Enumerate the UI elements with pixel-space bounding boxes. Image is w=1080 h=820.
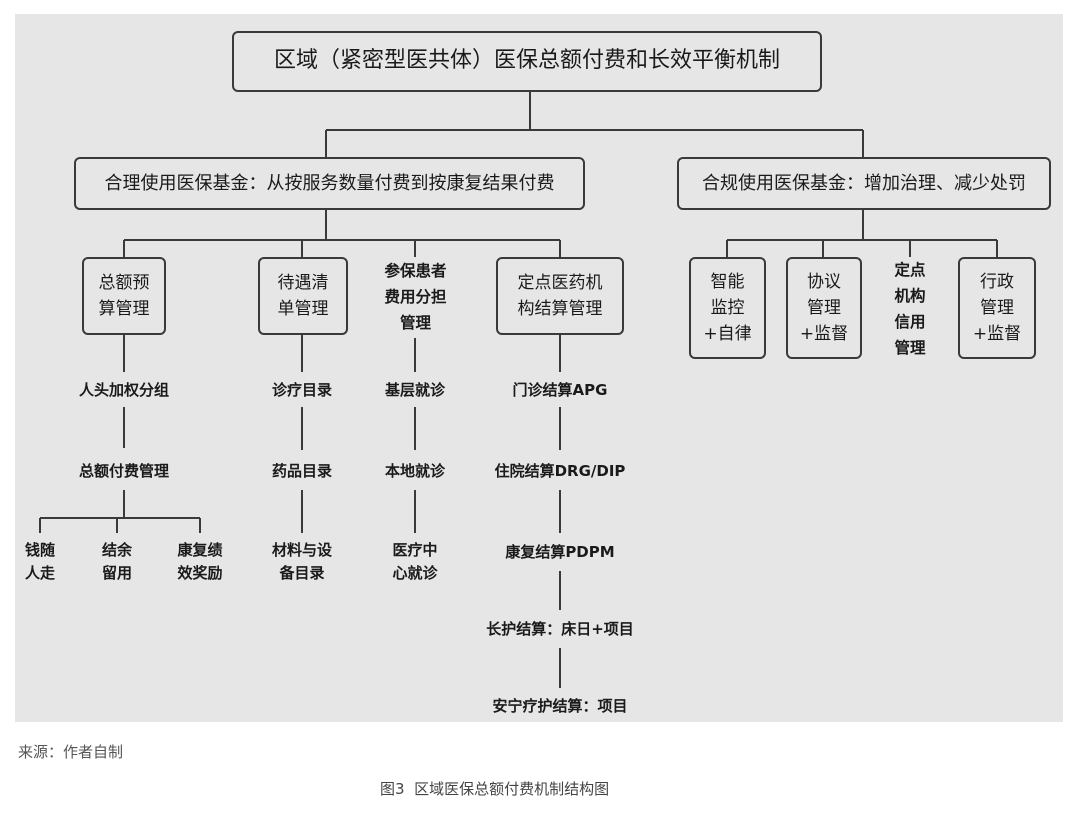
figure-caption: 图3 区域医保总额付费机制结构图 [380, 780, 610, 798]
rehab-pdpm-label: 康复结算PDPM [505, 542, 615, 561]
right-branch-node: 合规使用医保基金：增加治理、减少处罚 [677, 157, 1051, 210]
source-note: 来源：作者自制 [18, 743, 124, 761]
drug-catalog-label: 药品目录 [271, 461, 332, 480]
rehab-performance-reward-label: 康复绩 效奖励 [177, 541, 223, 582]
hospice-care-label: 安宁疗护结算：项目 [492, 696, 628, 715]
smart-monitoring-node: 智能 监控 +自律 [689, 257, 766, 359]
primary-care-visit-label: 基层就诊 [384, 380, 445, 399]
long-term-care-label: 长护结算：床日+项目 [486, 619, 634, 638]
total-payment-label: 总额付费管理 [78, 461, 169, 480]
agreement-management-node: 协议 管理 +监督 [786, 257, 862, 359]
inpatient-drg-dip-label: 住院结算DRG/DIP [494, 461, 626, 480]
medical-center-visit-label: 医疗中 心就诊 [392, 541, 438, 582]
outpatient-apg-label: 门诊结算APG [512, 380, 608, 399]
surplus-retention-label: 结余 留用 [101, 541, 132, 582]
headcount-grouping-label: 人头加权分组 [78, 380, 169, 399]
treatment-catalog-label: 诊疗目录 [271, 380, 332, 399]
local-visit-label: 本地就诊 [384, 461, 445, 480]
money-follows-patient-label: 钱随 人走 [24, 541, 55, 582]
institution-credit-node: 定点 机构 信用 管理 [894, 261, 926, 357]
materials-equipment-catalog-label: 材料与设 备目录 [271, 541, 332, 582]
administrative-management-node: 行政 管理 +监督 [958, 257, 1036, 359]
benefit-list-node: 待遇清 单管理 [258, 257, 348, 335]
left-branch-node: 合理使用医保基金：从按服务数量付费到按康复结果付费 [74, 157, 585, 210]
total-budget-node: 总额预 算管理 [82, 257, 166, 335]
root-node: 区域（紧密型医共体）医保总额付费和长效平衡机制 [232, 31, 822, 92]
settlement-node: 定点医药机 构结算管理 [496, 257, 624, 335]
cost-sharing-node: 参保患者 费用分担 管理 [384, 262, 447, 332]
diagram-canvas [15, 14, 1063, 722]
